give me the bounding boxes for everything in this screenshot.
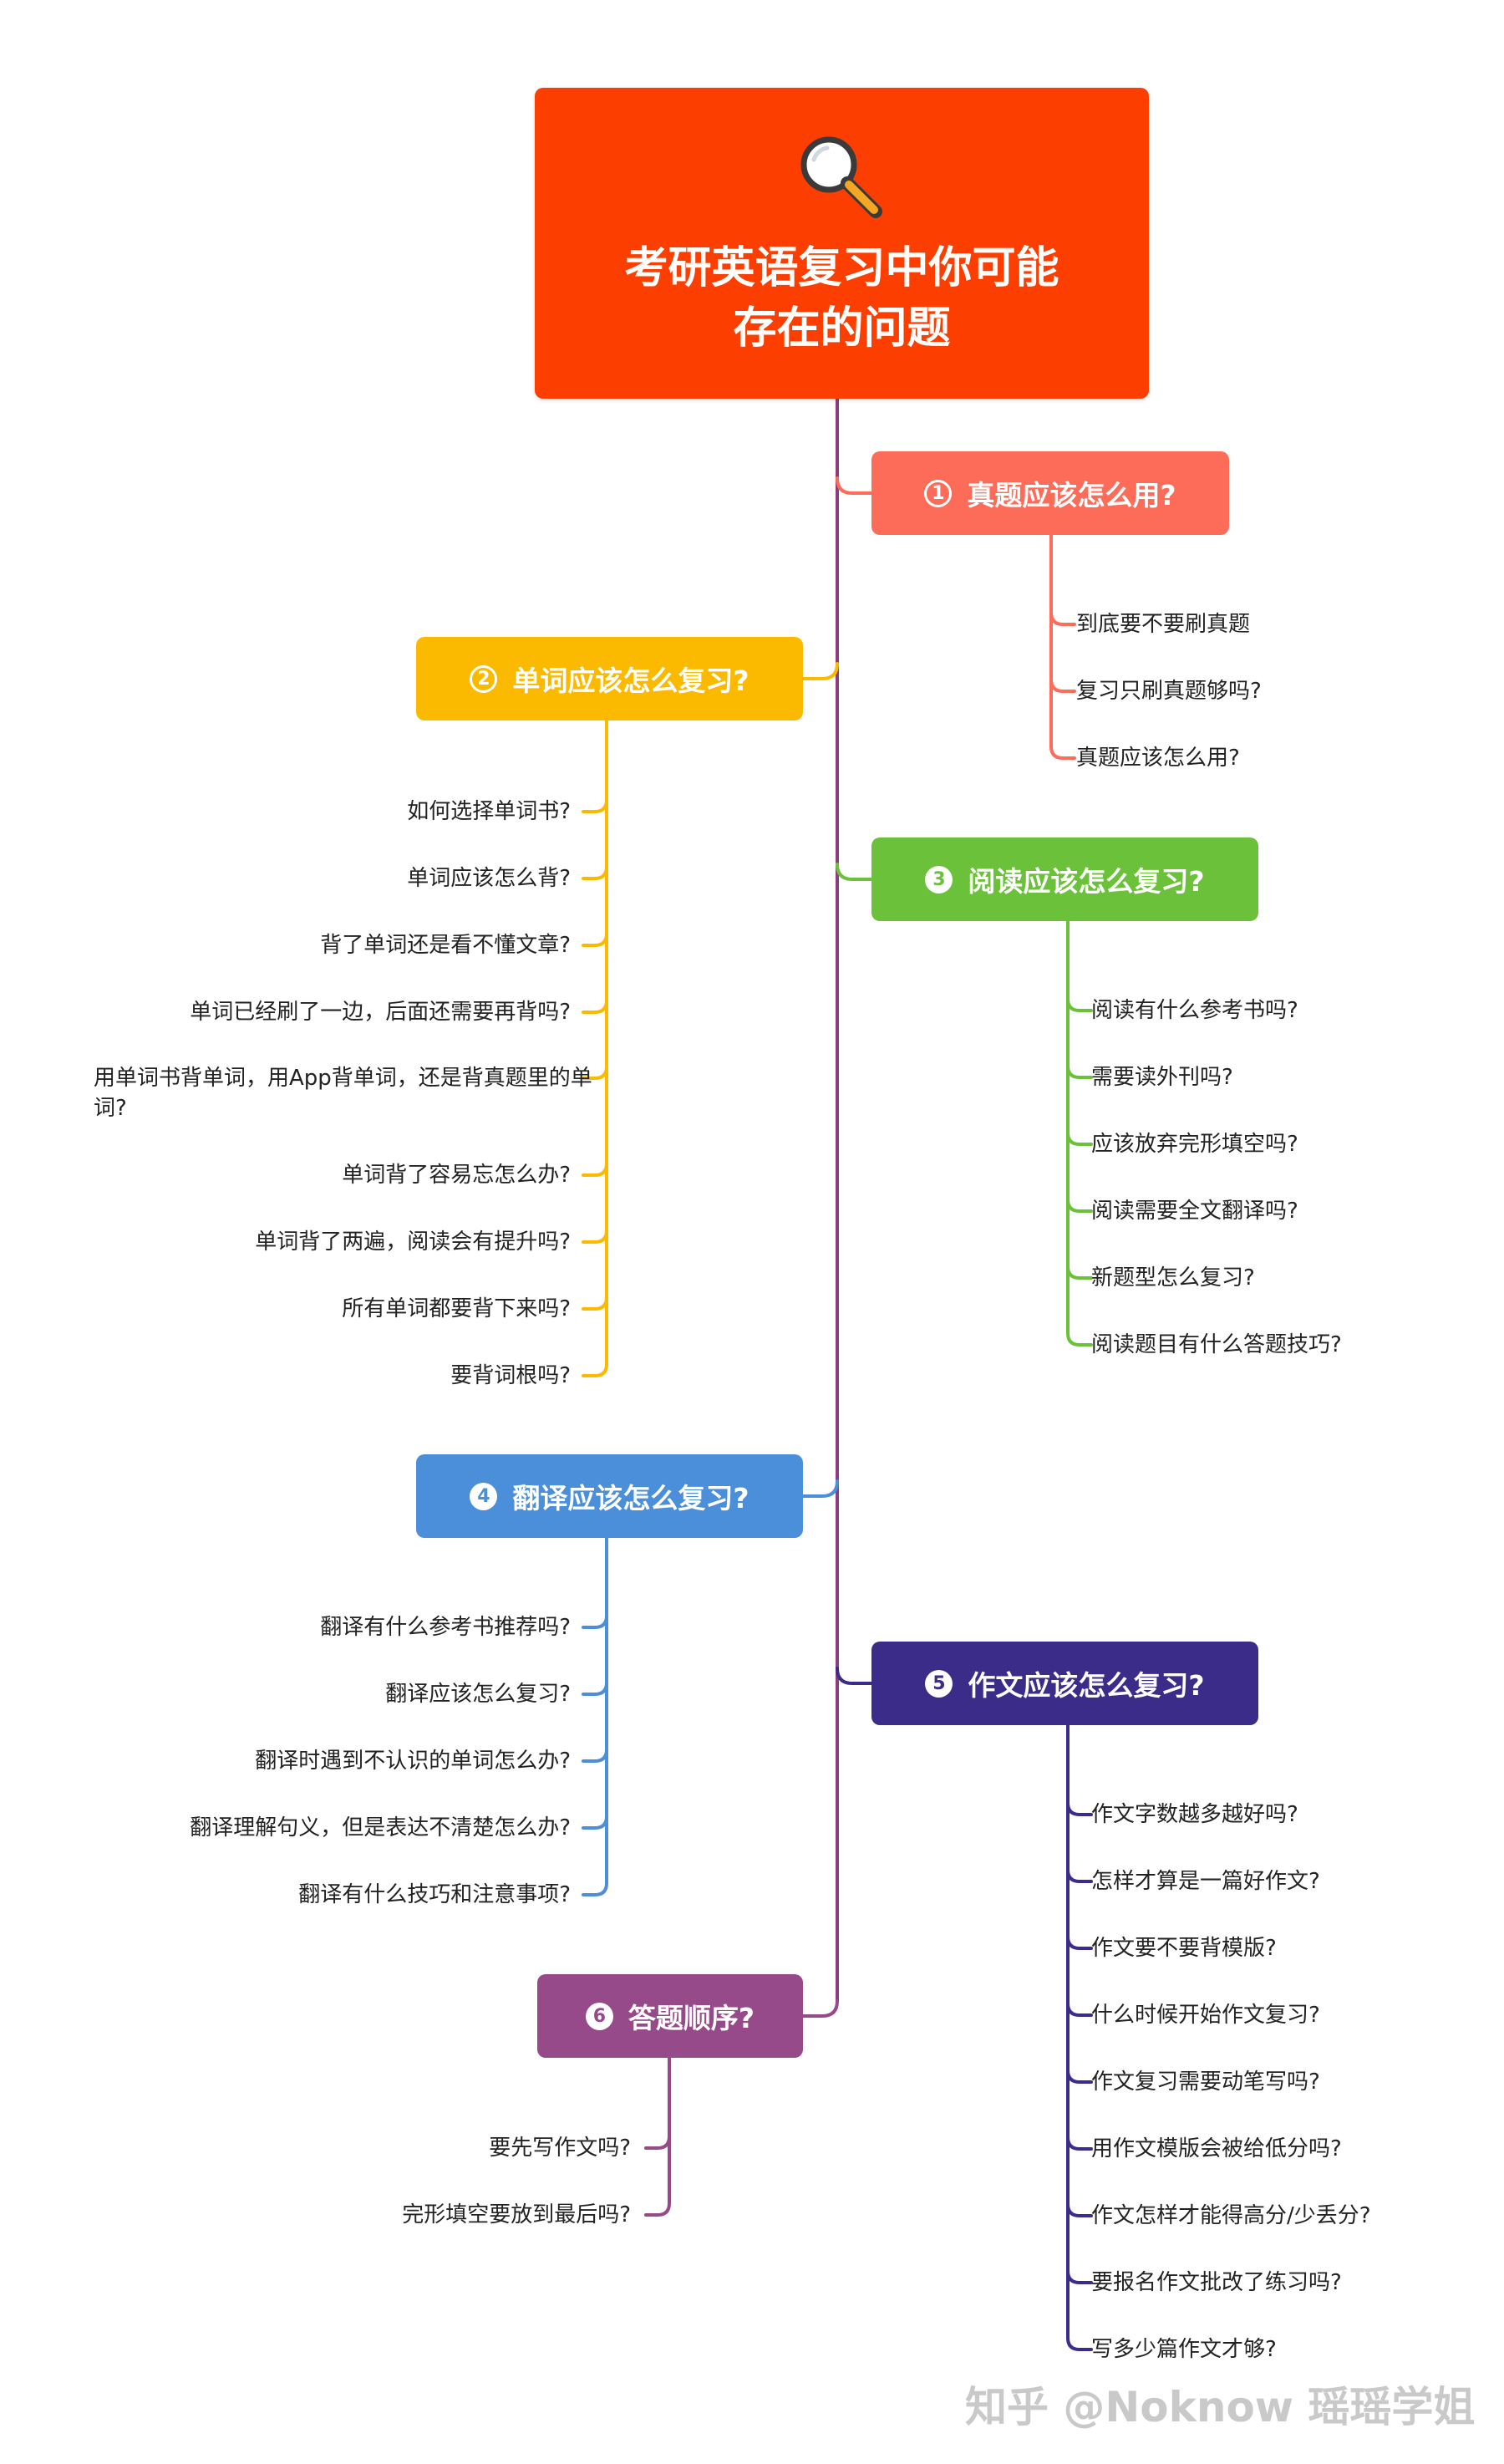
branch-5-item: 作文复习需要动笔写吗? <box>1091 2069 1320 2095</box>
branch-4-item: 翻译有什么参考书推荐吗? <box>320 1615 571 1640</box>
item-connector <box>1066 997 1093 1012</box>
branch-6-node[interactable]: 6 答题顺序? <box>537 1974 803 2058</box>
branch-2-item: 要背词根吗? <box>450 1363 571 1388</box>
branch-connector <box>801 662 839 680</box>
branch-6-item: 完形填空要放到最后吗? <box>402 2202 631 2227</box>
branch-1-item: 真题应该怎么用? <box>1076 746 1240 771</box>
branch-2-label: 单词应该怎么复习? <box>512 664 749 697</box>
watermark: 知乎 @Noknow 瑶瑶学姐 <box>965 2383 1476 2431</box>
branch-5-item: 怎样才算是一篇好作文? <box>1091 1869 1320 1894</box>
item-connector <box>1066 1935 1093 1950</box>
item-connector <box>1049 745 1076 760</box>
item-connector <box>1066 2136 1093 2151</box>
branch-5-item: 作文字数越多越好吗? <box>1091 1802 1298 1827</box>
branch-2-item: 如何选择单词书? <box>407 799 571 824</box>
branch-2-item: 所有单词都要背下来吗? <box>342 1296 571 1321</box>
branch-6-label: 答题顺序? <box>628 2002 755 2034</box>
branch-1-item: 复习只刷真题够吗? <box>1076 679 1262 704</box>
branch-4-item: 翻译有什么技巧和注意事项? <box>298 1882 571 1907</box>
branch-5-item: 要报名作文批改了练习吗? <box>1091 2270 1342 2295</box>
item-connector <box>1066 1198 1093 1213</box>
item-connector <box>1066 2069 1093 2084</box>
branch-1-item: 到底要不要刷真题 <box>1076 612 1251 637</box>
item-connector <box>582 1681 608 1696</box>
branch-3-item: 阅读需要全文翻译吗? <box>1091 1199 1298 1224</box>
branch-3-item: 阅读题目有什么答题技巧? <box>1091 1332 1342 1357</box>
branch-5-item: 写多少篇作文才够? <box>1091 2337 1277 2362</box>
item-connector <box>582 1614 608 1629</box>
branch-2-node[interactable]: 2 单词应该怎么复习? <box>416 637 803 720</box>
item-connector <box>582 1362 608 1377</box>
item-connector <box>582 798 608 813</box>
branch-4-item: 翻译时遇到不认识的单词怎么办? <box>255 1749 571 1774</box>
item-connector <box>1066 1064 1093 1079</box>
branch-6-item: 要先写作文吗? <box>489 2136 631 2161</box>
item-connector <box>582 1748 608 1763</box>
branch-1-number: 1 <box>924 479 953 507</box>
branch-1-node[interactable]: 1 真题应该怎么用? <box>871 451 1229 535</box>
branch-4-number: 4 <box>470 1482 498 1510</box>
branch-5-item: 作文怎样才能得高分/少丢分? <box>1091 2203 1371 2228</box>
branch-5-item: 作文要不要背模版? <box>1091 1936 1277 1961</box>
root-node: 考研英语复习中你可能 存在的问题 <box>535 88 1149 399</box>
branch-2-item: 单词背了两遍，阅读会有提升吗? <box>255 1229 571 1255</box>
magnifier-icon <box>800 136 882 218</box>
branch-3-item: 阅读有什么参考书吗? <box>1091 998 1298 1023</box>
branch-5-number: 5 <box>925 1669 953 1698</box>
item-connector <box>582 1229 608 1244</box>
branch-3-item: 新题型怎么复习? <box>1091 1265 1255 1291</box>
item-connector <box>582 1162 608 1177</box>
item-connector <box>1066 2202 1093 2217</box>
branch-2-item: 单词背了容易忘怎么办? <box>342 1163 571 1188</box>
item-connector <box>1066 2269 1093 2284</box>
item-connector <box>1066 1131 1093 1146</box>
branch-4-item: 翻译理解句义，但是表达不清楚怎么办? <box>190 1815 571 1840</box>
branch-4-item: 翻译应该怎么复习? <box>385 1682 571 1707</box>
branch-connector <box>836 863 873 881</box>
branch-connector <box>801 1479 839 1498</box>
item-connector <box>1066 1265 1093 1280</box>
item-connector <box>1049 611 1076 626</box>
branch-connector <box>836 476 873 495</box>
item-connector <box>582 999 608 1014</box>
item-connector <box>1049 678 1076 693</box>
branch-2-item: 单词已经刷了一边，后面还需要再背吗? <box>190 1000 571 1025</box>
branch-2-number: 2 <box>470 664 498 693</box>
branch-3-number: 3 <box>925 865 953 893</box>
item-connector <box>582 1296 608 1311</box>
item-connector <box>644 2135 671 2150</box>
item-connector <box>1066 2336 1093 2351</box>
branch-3-item: 需要读外刊吗? <box>1091 1065 1233 1090</box>
branch-3-item: 应该放弃完形填空吗? <box>1091 1132 1298 1157</box>
item-connector <box>1066 1801 1093 1816</box>
item-connector <box>1066 2002 1093 2017</box>
branch-3-node[interactable]: 3 阅读应该怎么复习? <box>871 837 1258 921</box>
branch-3-label: 阅读应该怎么复习? <box>968 865 1205 898</box>
root-title: 考研英语复习中你可能 存在的问题 <box>624 243 1059 354</box>
item-connector <box>582 1815 608 1830</box>
item-connector <box>644 2202 671 2217</box>
item-connector <box>582 932 608 947</box>
branch-2-item: 单词应该怎么背? <box>407 866 571 891</box>
branch-5-item: 什么时候开始作文复习? <box>1091 2003 1320 2028</box>
branch-6-number: 6 <box>585 2002 613 2030</box>
branch-1-label: 真题应该怎么用? <box>967 479 1176 512</box>
item-connector <box>1066 1331 1093 1347</box>
item-connector <box>1066 1868 1093 1883</box>
branch-connector <box>801 1999 839 2018</box>
branch-4-node[interactable]: 4 翻译应该怎么复习? <box>416 1454 803 1538</box>
branch-4-label: 翻译应该怎么复习? <box>512 1482 749 1515</box>
branch-5-node[interactable]: 5 作文应该怎么复习? <box>871 1642 1258 1725</box>
branch-connector <box>836 1667 873 1685</box>
branch-5-label: 作文应该怎么复习? <box>968 1669 1205 1702</box>
item-connector <box>582 865 608 880</box>
branch-5-item: 用作文模版会被给低分吗? <box>1091 2136 1342 2161</box>
branch-2-item: 用单词书背单词，用App背单词，还是背真题里的单词? <box>94 1066 592 1121</box>
branch-2-item: 背了单词还是看不懂文章? <box>320 933 571 958</box>
item-connector <box>582 1881 608 1896</box>
